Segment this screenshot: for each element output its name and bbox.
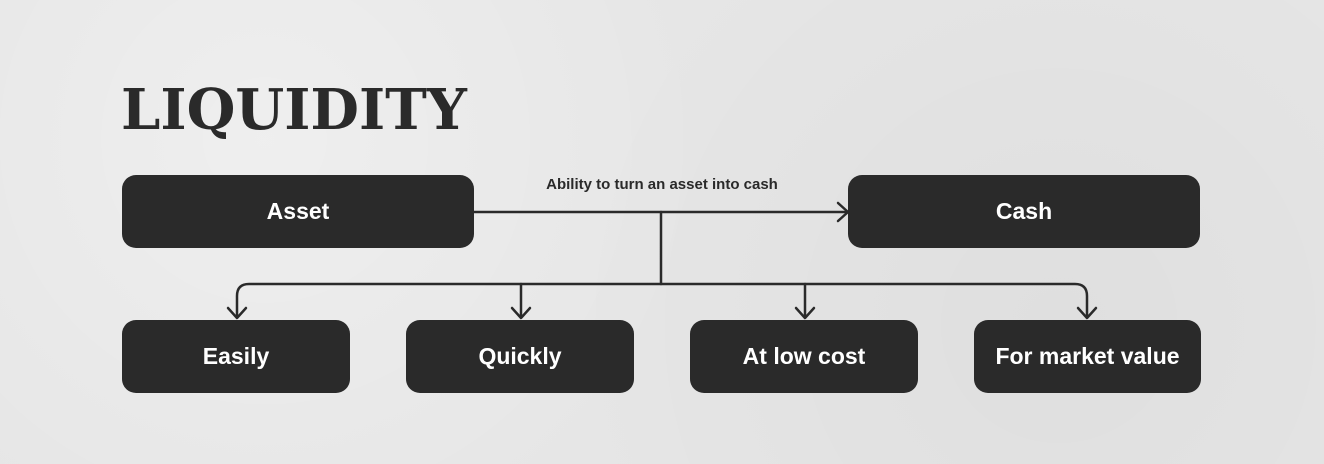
arrowhead-easily-icon: [226, 306, 248, 320]
arrowhead-quickly-icon: [510, 306, 532, 320]
main-edge-label: Ability to turn an asset into cash: [546, 176, 778, 193]
low-cost-node: At low cost: [690, 320, 918, 393]
branch-bus-line: [235, 282, 1089, 318]
low-cost-node-label: At low cost: [742, 343, 866, 369]
asset-node-label: Asset: [266, 198, 330, 224]
main-arrowhead-icon: [836, 201, 850, 223]
asset-node: Asset: [122, 175, 474, 248]
cash-node-label: Cash: [995, 198, 1053, 224]
market-value-node-label: For market value: [995, 343, 1180, 369]
quickly-node: Quickly: [406, 320, 634, 393]
arrowhead-low-cost-icon: [794, 306, 816, 320]
easily-node-label: Easily: [202, 343, 270, 369]
market-value-node: For market value: [974, 320, 1201, 393]
easily-node: Easily: [122, 320, 350, 393]
diagram-title: LIQUIDITY: [121, 77, 467, 143]
arrowhead-market-value-icon: [1076, 306, 1098, 320]
quickly-node-label: Quickly: [478, 343, 562, 369]
cash-node: Cash: [848, 175, 1200, 248]
